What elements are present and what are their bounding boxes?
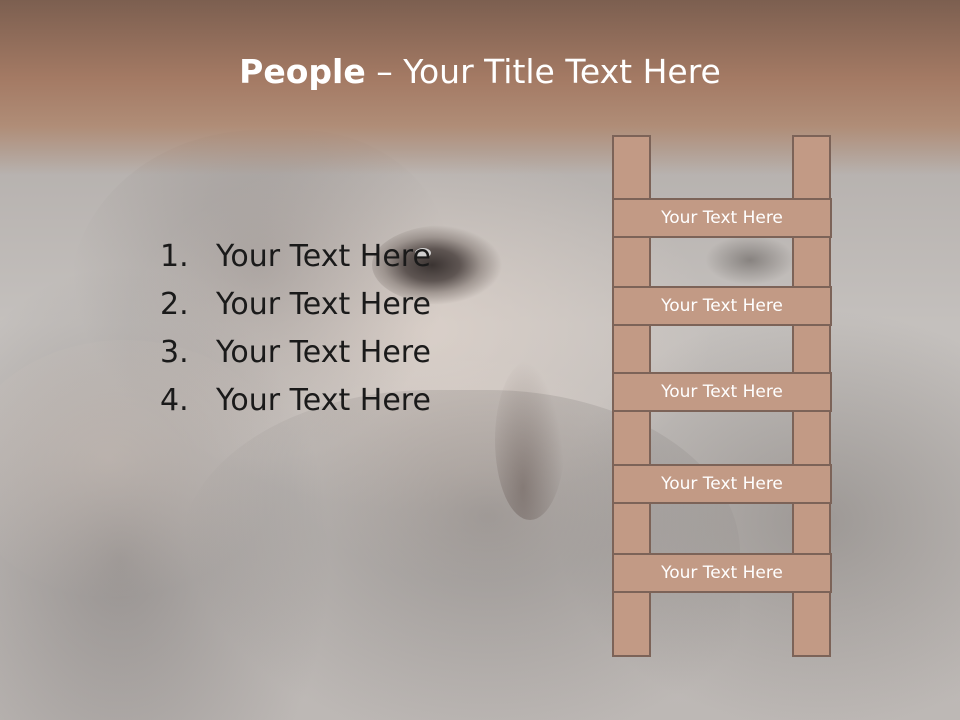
list-number: 3.	[160, 334, 189, 370]
title-bold: People	[239, 52, 366, 91]
nose-shadow	[495, 360, 565, 520]
list-item: 1. Your Text Here	[160, 232, 431, 280]
ladder-rung[interactable]: Your Text Here	[612, 553, 832, 593]
ladder-rung[interactable]: Your Text Here	[612, 372, 832, 412]
list-number: 2.	[160, 286, 189, 322]
list-item: 2. Your Text Here	[160, 280, 431, 328]
hood-shadow	[70, 130, 450, 460]
ladder-rung[interactable]: Your Text Here	[612, 286, 832, 326]
eye-shape	[372, 225, 522, 305]
eye-highlight	[415, 248, 431, 258]
list-text: Your Text Here	[216, 382, 431, 418]
second-eye-shape	[705, 235, 795, 285]
list-item: 4. Your Text Here	[160, 376, 431, 424]
list-text: Your Text Here	[216, 238, 431, 274]
list-number: 4.	[160, 382, 189, 418]
list-text: Your Text Here	[216, 286, 431, 322]
ladder-rung[interactable]: Your Text Here	[612, 198, 832, 238]
hand-shape	[0, 340, 290, 600]
list-item: 3. Your Text Here	[160, 328, 431, 376]
ladder-rung[interactable]: Your Text Here	[612, 464, 832, 504]
title-rest: – Your Title Text Here	[365, 52, 721, 91]
list-number: 1.	[160, 238, 189, 274]
numbered-list[interactable]: 1. Your Text Here 2. Your Text Here 3. Your…	[160, 232, 431, 424]
list-text: Your Text Here	[216, 334, 431, 370]
slide-title[interactable]: People – Your Title Text Here	[0, 52, 960, 91]
